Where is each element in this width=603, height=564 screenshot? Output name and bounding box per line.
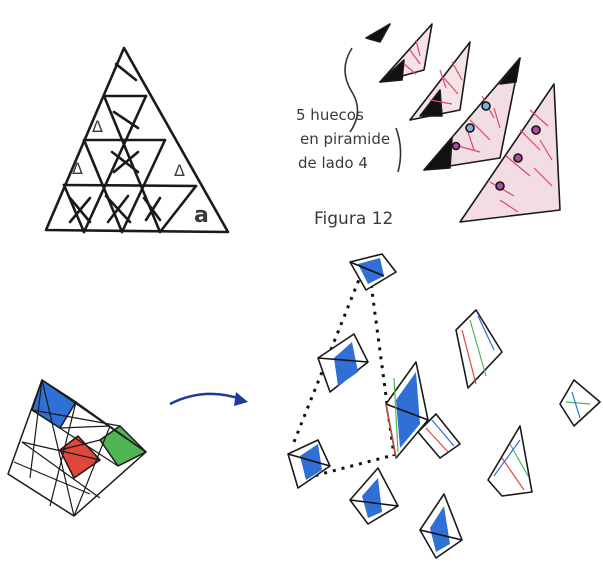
- triangle-mark-a: a: [194, 203, 209, 228]
- slice-2-black: [380, 60, 404, 82]
- slice-4-black-bottom: [424, 138, 452, 170]
- piece-right-lower: [488, 426, 532, 496]
- colored-triangle-grid: [8, 380, 146, 516]
- note-line-3: de lado 4: [298, 154, 368, 172]
- slice-1-black: [366, 24, 390, 42]
- triangle-mark-delta-2: Δ: [174, 161, 185, 180]
- exploded-pieces: [288, 254, 600, 558]
- slice-2: [380, 24, 432, 82]
- pyramid-slices: [366, 24, 560, 222]
- note-line-2: en piramide: [300, 130, 390, 148]
- slice-5-hole-3: [496, 182, 504, 190]
- piece-right-upper: [456, 310, 502, 388]
- transform-arrow-head: [234, 392, 248, 406]
- slice-5-hole-2: [514, 154, 522, 162]
- slice-4-black-top: [500, 58, 520, 84]
- note-line-1: 5 huecos: [296, 106, 364, 124]
- slice-4-hole-1: [482, 102, 490, 110]
- figure-caption: Figura 12: [314, 209, 393, 229]
- slice-5-hole-1: [532, 126, 540, 134]
- slice-4-hole-3: [453, 143, 460, 150]
- green-region: [100, 426, 146, 466]
- brace-curve-right: [396, 128, 401, 172]
- triangle-mark-delta-3: Δ: [72, 159, 83, 178]
- slice-4-hole-2: [466, 124, 474, 132]
- transform-arrow: [170, 394, 244, 404]
- triangle-mark-delta-1: Δ: [92, 117, 103, 136]
